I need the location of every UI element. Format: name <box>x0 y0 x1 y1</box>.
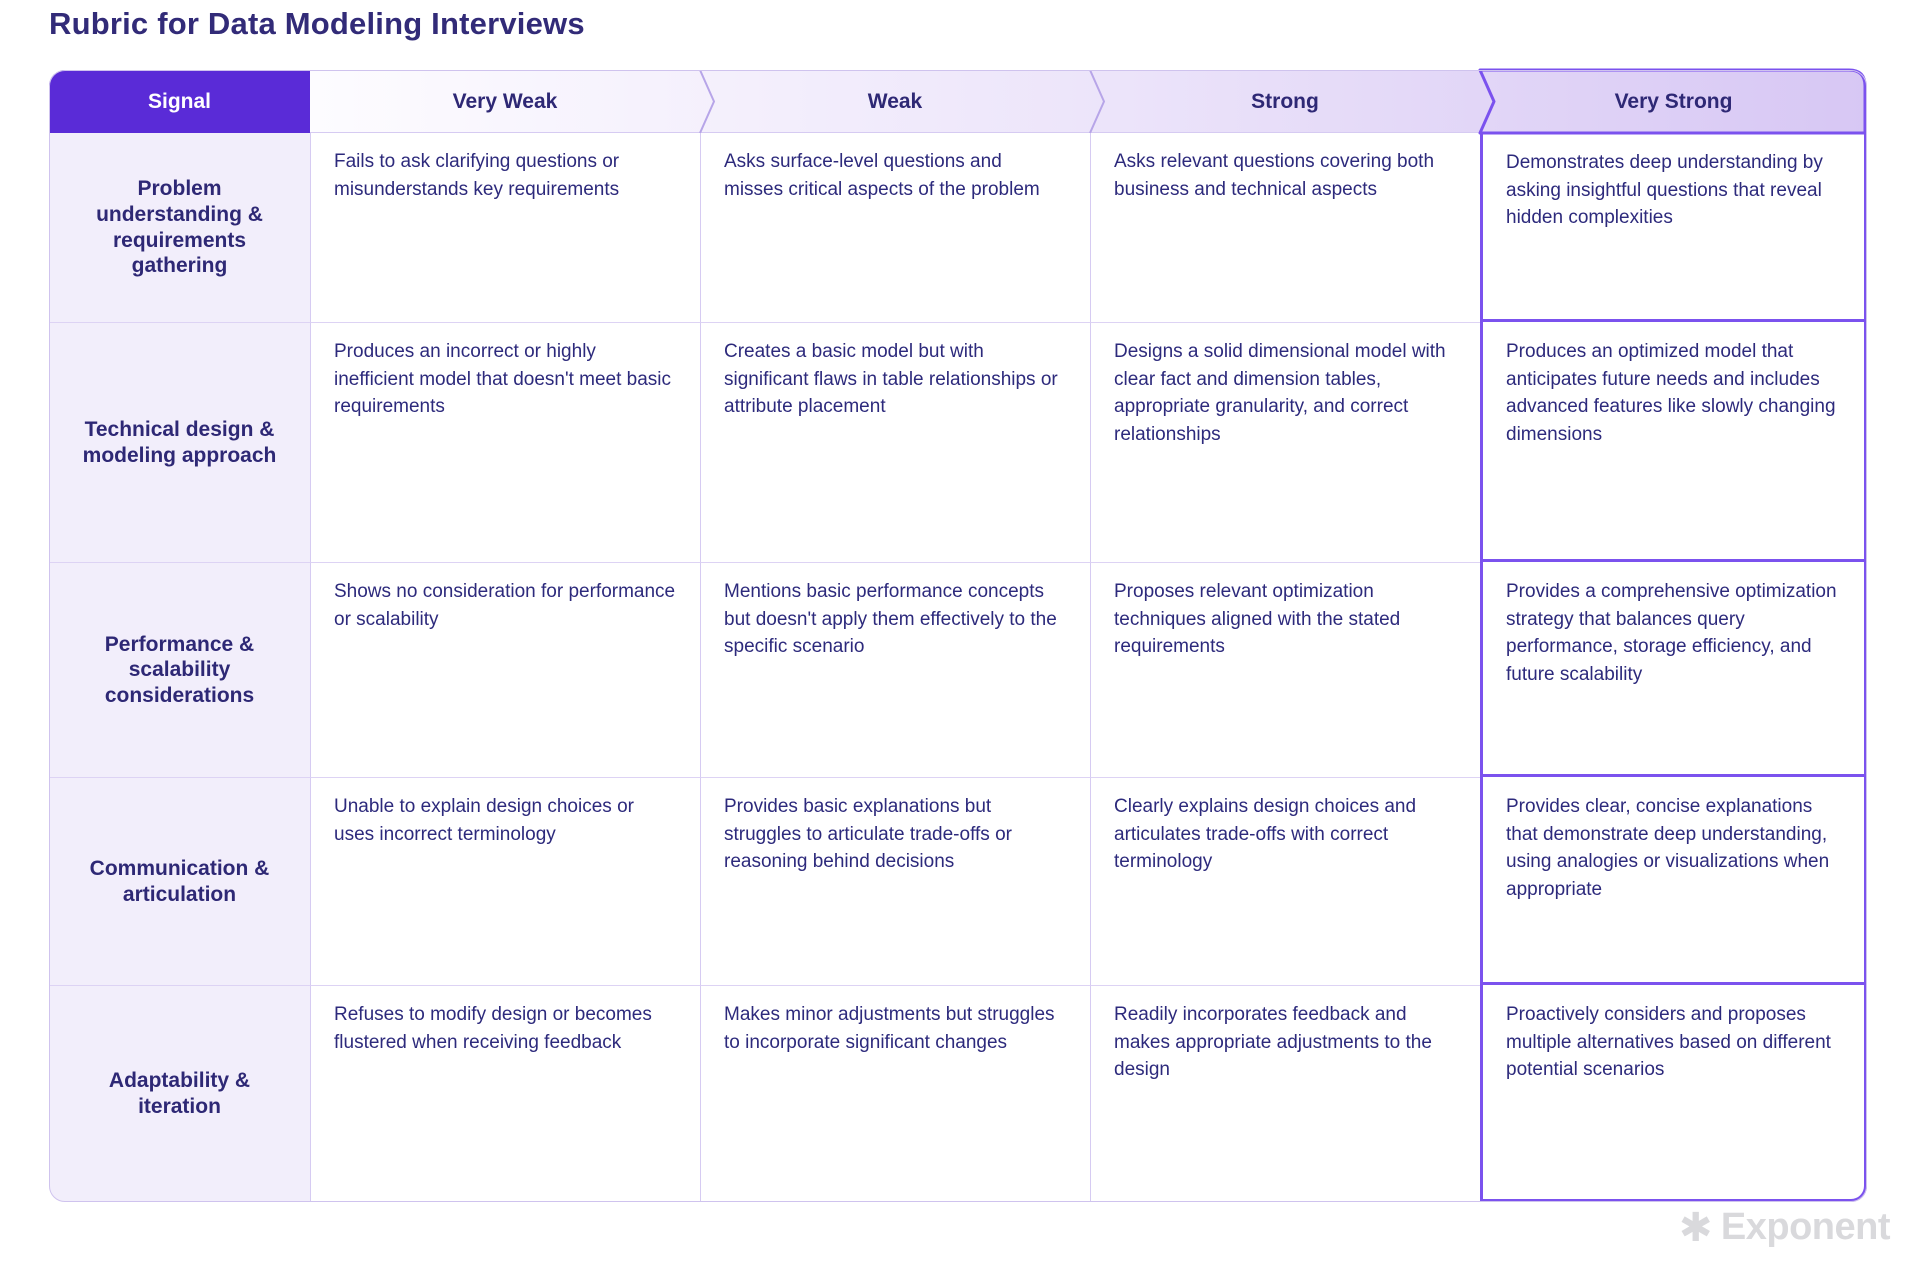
column-header-weak: Weak <box>867 89 923 113</box>
rubric-cell-highlighted: Produces an optimized model that anticip… <box>1480 322 1867 562</box>
rubric-cell: Shows no consideration for performance o… <box>310 562 700 777</box>
rubric-cell: Proposes relevant optimization technique… <box>1090 562 1480 777</box>
signal-cell: Technical design & modeling approach <box>49 322 310 562</box>
column-header-very-strong: Very Strong <box>1614 89 1733 113</box>
rubric-cell: Makes minor adjustments but struggles to… <box>700 985 1090 1202</box>
signal-cell: Performance & scalability considerations <box>49 562 310 777</box>
rubric-cell: Mentions basic performance concepts but … <box>700 562 1090 777</box>
exponent-logo: ✱ Exponent <box>1678 1205 1891 1250</box>
rubric-cell: Clearly explains design choices and arti… <box>1090 777 1480 985</box>
asterisk-star-icon: ✱ <box>1678 1205 1713 1250</box>
page-title: Rubric for Data Modeling Interviews <box>49 6 585 41</box>
rubric-cell: Unable to explain design choices or uses… <box>310 777 700 985</box>
rubric-cell: Asks surface-level questions and misses … <box>700 133 1090 322</box>
rubric-cell-highlighted: Provides a comprehensive optimization st… <box>1480 562 1867 777</box>
rubric-cell: Produces an incorrect or highly ineffici… <box>310 322 700 562</box>
rubric-cell: Creates a basic model but with significa… <box>700 322 1090 562</box>
rubric-cell-highlighted: Provides clear, concise explanations tha… <box>1480 777 1867 985</box>
rubric-cell-highlighted: Demonstrates deep understanding by askin… <box>1480 133 1867 322</box>
rubric-cell: Asks relevant questions covering both bu… <box>1090 133 1480 322</box>
rubric-cell: Fails to ask clarifying questions or mis… <box>310 133 700 322</box>
column-header-very-weak: Very Weak <box>452 89 558 113</box>
rubric-cell: Provides basic explanations but struggle… <box>700 777 1090 985</box>
rubric-cell: Readily incorporates feedback and makes … <box>1090 985 1480 1202</box>
column-header-strong: Strong <box>1251 89 1319 113</box>
rubric-cell: Refuses to modify design or becomes flus… <box>310 985 700 1202</box>
logo-text: Exponent <box>1720 1206 1891 1248</box>
signal-cell: Problem understanding & requirements gat… <box>49 133 310 322</box>
rubric-cell-highlighted: Proactively considers and proposes multi… <box>1480 985 1867 1202</box>
signal-cell: Communication & articulation <box>49 777 310 985</box>
column-header-signal: Signal <box>49 70 310 133</box>
rubric-table: Signal Very Weak Weak Strong Very Strong… <box>49 68 1867 1202</box>
signal-cell: Adaptability & iteration <box>49 985 310 1202</box>
rubric-cell: Designs a solid dimensional model with c… <box>1090 322 1480 562</box>
